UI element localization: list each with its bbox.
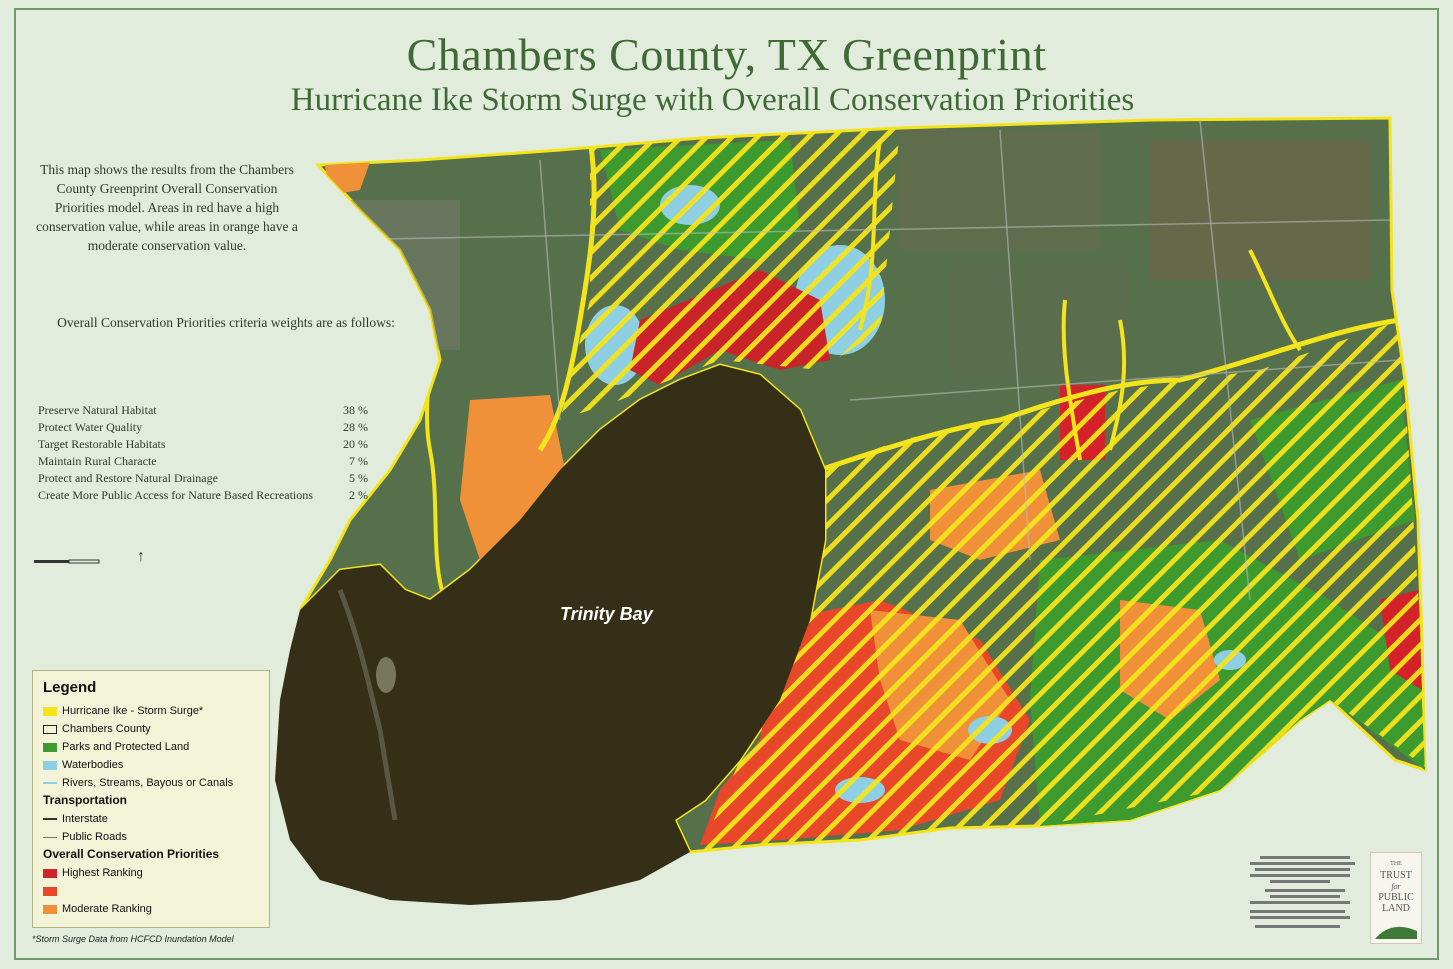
weight-row: Maintain Rural Characte 7 % — [38, 453, 368, 470]
weight-row: Preserve Natural Habitat 38 % — [38, 402, 368, 419]
interstate-swatch — [43, 818, 57, 820]
legend-item-highest: Highest Ranking — [43, 864, 259, 882]
parks-swatch — [43, 742, 57, 752]
legend-priorities-title: Overall Conservation Priorities — [43, 847, 220, 861]
storm-surge-hatch-north — [560, 128, 900, 420]
weight-label: Protect and Restore Natural Drainage — [38, 471, 218, 485]
weight-label: Target Restorable Habitats — [38, 437, 166, 451]
weight-label: Protect Water Quality — [38, 420, 143, 434]
hill-icon — [1375, 926, 1417, 939]
legend-box: Legend Hurricane Ike - Storm Surge* Cham… — [32, 670, 270, 928]
trinity-bay-label: Trinity Bay — [560, 604, 653, 624]
weight-value: 20 % — [343, 437, 368, 451]
footnote: *Storm Surge Data from HCFCD Inundation … — [32, 934, 234, 944]
storm-surge-swatch — [43, 706, 57, 716]
legend-transportation-title: Transportation — [43, 793, 128, 807]
weight-label: Preserve Natural Habitat — [38, 403, 157, 417]
highest-ranking-swatch — [43, 868, 57, 878]
legend-item-label: Parks and Protected Land — [62, 741, 190, 753]
county-outline-swatch — [43, 724, 57, 734]
weight-value: 2 % — [349, 488, 368, 502]
legend-item-label: Hurricane Ike - Storm Surge* — [62, 705, 204, 717]
credits-block — [1250, 856, 1360, 940]
mid-ranking-swatch — [43, 886, 57, 896]
north-arrow-icon: ↑ — [137, 548, 145, 565]
rivers-swatch — [43, 782, 57, 784]
legend-item-label: Interstate — [62, 813, 108, 825]
weight-value: 7 % — [349, 454, 368, 468]
trust-for-public-land-logo: THE TRUST for PUBLIC LAND — [1370, 852, 1422, 944]
moderate-ranking-swatch — [43, 904, 57, 914]
legend-item-rivers: Rivers, Streams, Bayous or Canals — [43, 774, 259, 792]
weight-row: Protect Water Quality 28 % — [38, 419, 368, 436]
weight-value: 5 % — [349, 471, 368, 485]
legend-item-interstate: Interstate — [43, 810, 259, 828]
weight-value: 28 % — [343, 420, 368, 434]
scale-bar — [34, 550, 104, 568]
storm-surge-hatch-south — [700, 320, 1425, 852]
legend-item-public-roads: Public Roads — [43, 828, 259, 846]
map-subtitle: Hurricane Ike Storm Surge with Overall C… — [290, 82, 1135, 118]
weights-intro-text: Overall Conservation Priorities criteria… — [57, 315, 395, 330]
legend-item-county: Chambers County — [43, 720, 259, 738]
legend-item-label: Chambers County — [62, 723, 151, 735]
legend-title: Legend — [43, 679, 97, 696]
legend-item-label: Rivers, Streams, Bayous or Canals — [62, 777, 234, 789]
legend-item-moderate: Moderate Ranking — [43, 900, 259, 918]
waterbodies-swatch — [43, 760, 57, 770]
legend-item-parks: Parks and Protected Land — [43, 738, 259, 756]
weight-label: Maintain Rural Characte — [38, 454, 157, 468]
weight-row: Protect and Restore Natural Drainage 5 % — [38, 470, 368, 487]
legend-item-label: Waterbodies — [62, 759, 124, 771]
map-frame — [14, 8, 1439, 960]
legend-item-label: Public Roads — [62, 831, 127, 843]
weight-label: Create More Public Access for Nature Bas… — [38, 488, 313, 502]
legend-item-waterbodies: Waterbodies — [43, 756, 259, 774]
criteria-weights-table: Preserve Natural Habitat 38 % Protect Wa… — [38, 402, 368, 504]
priority-moderate-west — [460, 395, 565, 560]
weight-value: 38 % — [343, 403, 368, 417]
map-title: Chambers County, TX Greenprint — [406, 29, 1047, 80]
trinity-bay — [275, 365, 825, 905]
intro-text: This map shows the results from the Cham… — [36, 162, 298, 253]
weight-row: Create More Public Access for Nature Bas… — [38, 487, 368, 504]
legend-item-label: Highest Ranking — [62, 867, 143, 879]
weight-row: Target Restorable Habitats 20 % — [38, 436, 368, 453]
public-roads-swatch — [43, 836, 57, 838]
legend-item-mid — [43, 882, 259, 900]
legend-item-label: Moderate Ranking — [62, 903, 152, 915]
legend-item-storm-surge: Hurricane Ike - Storm Surge* — [43, 702, 259, 720]
